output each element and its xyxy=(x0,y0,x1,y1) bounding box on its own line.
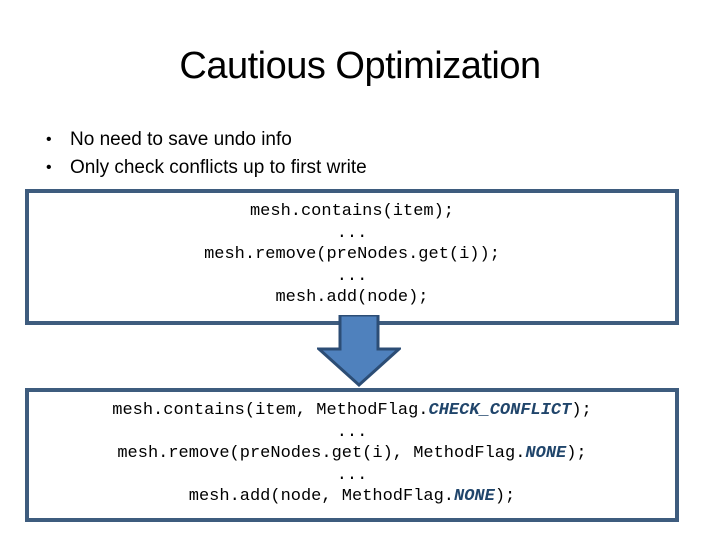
code-token: ); xyxy=(571,401,592,420)
down-arrow-shape xyxy=(317,315,401,387)
code-token: ... xyxy=(336,266,368,286)
code-line: ... xyxy=(29,422,675,444)
code-line: mesh.contains(item, MethodFlag.CHECK_CON… xyxy=(29,400,675,422)
bullet-dot-icon: • xyxy=(46,159,52,176)
code-line: ... xyxy=(29,465,675,487)
code-line: mesh.contains(item); xyxy=(29,201,675,223)
code-line: mesh.add(node); xyxy=(29,287,675,309)
code-token: ... xyxy=(336,422,368,442)
method-flag-token: NONE xyxy=(454,487,495,506)
code-token: mesh.contains(item); xyxy=(249,202,455,221)
code-token: ... xyxy=(336,465,368,485)
code-token: mesh.contains(item, MethodFlag. xyxy=(112,401,429,420)
code-line: mesh.remove(preNodes.get(i)); xyxy=(29,244,675,266)
down-arrow-icon xyxy=(317,315,401,387)
code-line: ... xyxy=(29,266,675,288)
bullet-list: • No need to save undo info • Only check… xyxy=(40,126,660,182)
bullet-text: Only check conflicts up to first write xyxy=(70,157,367,178)
code-box-after: mesh.contains(item, MethodFlag.CHECK_CON… xyxy=(25,388,679,522)
method-flag-token: CHECK_CONFLICT xyxy=(428,401,572,420)
bullet-item: • No need to save undo info xyxy=(40,126,660,154)
method-flag-token: NONE xyxy=(525,444,567,463)
code-token: ); xyxy=(566,444,587,463)
code-token: ); xyxy=(494,487,516,506)
bullet-text: No need to save undo info xyxy=(70,129,292,150)
code-token: mesh.remove(preNodes.get(i)); xyxy=(204,245,500,264)
bullet-dot-icon: • xyxy=(46,131,52,148)
code-box-before: mesh.contains(item);... mesh.remove(preNo… xyxy=(25,189,679,325)
code-line: mesh.remove(preNodes.get(i), MethodFlag.… xyxy=(29,443,675,465)
code-token: mesh.add(node); xyxy=(275,288,429,307)
code-line: mesh.add(node, MethodFlag.NONE); xyxy=(29,486,675,508)
slide-title: Cautious Optimization xyxy=(179,45,541,87)
code-token: mesh.remove(preNodes.get(i), MethodFlag. xyxy=(117,444,526,463)
code-line: ... xyxy=(29,223,675,245)
code-token: mesh.add(node, MethodFlag. xyxy=(188,487,455,506)
bullet-item: • Only check conflicts up to first write xyxy=(40,154,660,182)
code-token: ... xyxy=(336,223,368,243)
